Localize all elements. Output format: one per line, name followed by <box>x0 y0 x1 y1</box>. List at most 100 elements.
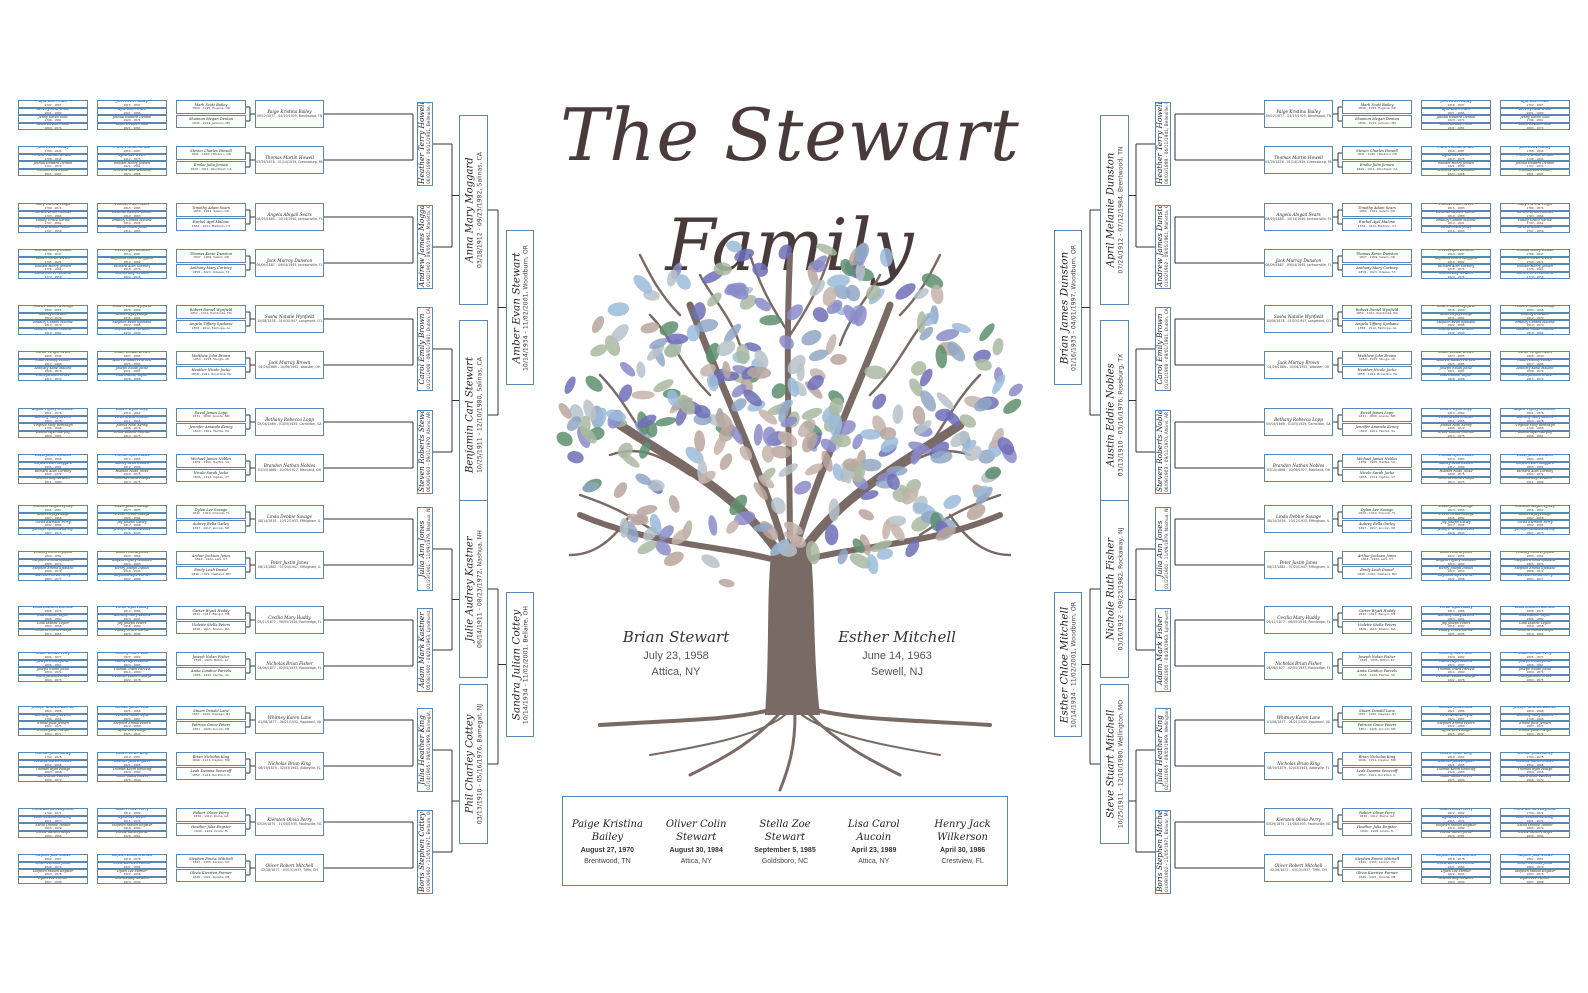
person-name: Linda Brandon Dolthine <box>32 606 74 610</box>
person-name: Cecilia Mary Huddy <box>1277 614 1320 620</box>
tree-leaf <box>677 394 696 415</box>
tree-branch <box>802 512 1003 563</box>
person-name: Thomas Martin Howell <box>265 154 314 160</box>
tree-leaf <box>885 515 907 527</box>
person-name: Carla Brandon Nader <box>35 225 71 230</box>
person-dates: 1813 - 1875 <box>1447 433 1465 438</box>
person-dates: 1826 - 1880 <box>1447 308 1465 313</box>
person-name: Boris Stephen Cottey <box>417 812 427 892</box>
tree-leaf <box>770 497 786 514</box>
tree-leaf <box>636 361 646 378</box>
person-name: Dylan Lee Savage <box>194 507 228 512</box>
person-name: Timothy Colin Wynfield <box>33 551 73 555</box>
person-dates: 1825 - 1890 <box>1447 777 1465 782</box>
person-name: Benjamin Carl Stewart <box>464 357 476 473</box>
person-dates: 1825 - 1895 <box>123 631 141 636</box>
tree-leaf <box>975 486 993 505</box>
person-dates: 1803 - 1877 <box>1526 576 1544 581</box>
person-dates: 1846 - 1911, Dayton, MD <box>192 758 230 763</box>
person-name: Jack Murray Dunston <box>1275 257 1322 263</box>
person-dates: 1814 - 1887 <box>1447 252 1465 257</box>
tree-leaf <box>734 248 754 262</box>
tree-leaf <box>916 311 926 334</box>
person-dates: 1840 - 1901, Fairfax, VA <box>192 428 229 433</box>
person-name: Kiersten Olivia Perry <box>35 573 71 578</box>
person-name: Thomas Henry Howell <box>34 249 72 253</box>
person-dates: 1821 - 1887 <box>1447 369 1465 374</box>
tree-branch <box>748 253 792 337</box>
tree-leaf <box>564 376 576 394</box>
tree-leaf <box>701 554 720 569</box>
person-name: Kylie Ellen Owen <box>117 107 147 111</box>
tree-leaf <box>758 475 775 489</box>
person-dates: 02/28/1877 - 03/13/1937, Tiffin, OH <box>261 867 318 872</box>
person-dates: 1797 - 1859 <box>1526 228 1544 233</box>
person-dates: 1810 - 1862 <box>123 411 141 416</box>
person-dates: 1788 - 1847 <box>1526 252 1544 257</box>
person-dates: 1830 - 1890 <box>1447 330 1465 335</box>
person-name: Kylie Ellen Owen <box>38 100 68 104</box>
tree-leaf <box>801 407 823 420</box>
person-dates: 1818 - 1890 <box>1447 569 1465 574</box>
person-name: Violette Stella Peters <box>191 623 231 628</box>
person-dates: 1818 - 1874 <box>1447 267 1465 272</box>
person-name: Ashley Bella Nobles <box>1439 461 1473 465</box>
person-name: Robert David Wynfield <box>1437 305 1475 309</box>
person-dates: 1822 - 1880 <box>123 724 141 729</box>
person-dates: 1806 - 1867 <box>44 662 62 667</box>
person-dates: 1852 - 1931, Madison, CT <box>1357 223 1397 228</box>
person-name: Victoria Olivia Phelps <box>1437 476 1475 481</box>
person-name: Nicholas Brian King <box>1277 760 1320 766</box>
tree-trunk <box>765 545 820 715</box>
husband-date: July 23, 1958 <box>643 650 709 662</box>
person-name: Victoria Ella Sinclair <box>114 415 150 419</box>
tree-leaf <box>692 302 706 321</box>
person-dates: 02/14/1905 - 09/03/1969, Wellington, MO <box>1164 708 1170 790</box>
person-name: Frank Thomas Howell <box>113 146 151 150</box>
tree-leaf <box>770 445 791 459</box>
tree-leaf <box>943 494 962 509</box>
tree-leaf <box>1008 383 1023 397</box>
person-dates: 1808 - 1881 <box>44 433 62 438</box>
wife-place: Sewell, NJ <box>871 666 923 678</box>
person-name: Hailey Grace Sarine <box>36 218 70 222</box>
tree-leaf <box>914 420 932 435</box>
person-dates: 1801 - 1873 <box>1526 818 1544 823</box>
person-dates: 1822 - 1885 <box>1447 323 1465 328</box>
tree-leaf <box>659 321 679 336</box>
tree-leaf <box>973 349 991 363</box>
person-name: Mark Scott Bailey <box>1360 102 1394 107</box>
person-name: Anthony Mary Kearns <box>1437 613 1475 617</box>
person-dates: 1800 - 1862 <box>1526 554 1544 559</box>
person-name: Dylan Tee Farmer <box>117 869 147 873</box>
person-name: Ashley Bella Nobles <box>115 461 149 465</box>
person-name: Jennifer Amanda Kenny <box>189 425 233 430</box>
person-name: Robert Oliver Welch <box>36 256 70 260</box>
